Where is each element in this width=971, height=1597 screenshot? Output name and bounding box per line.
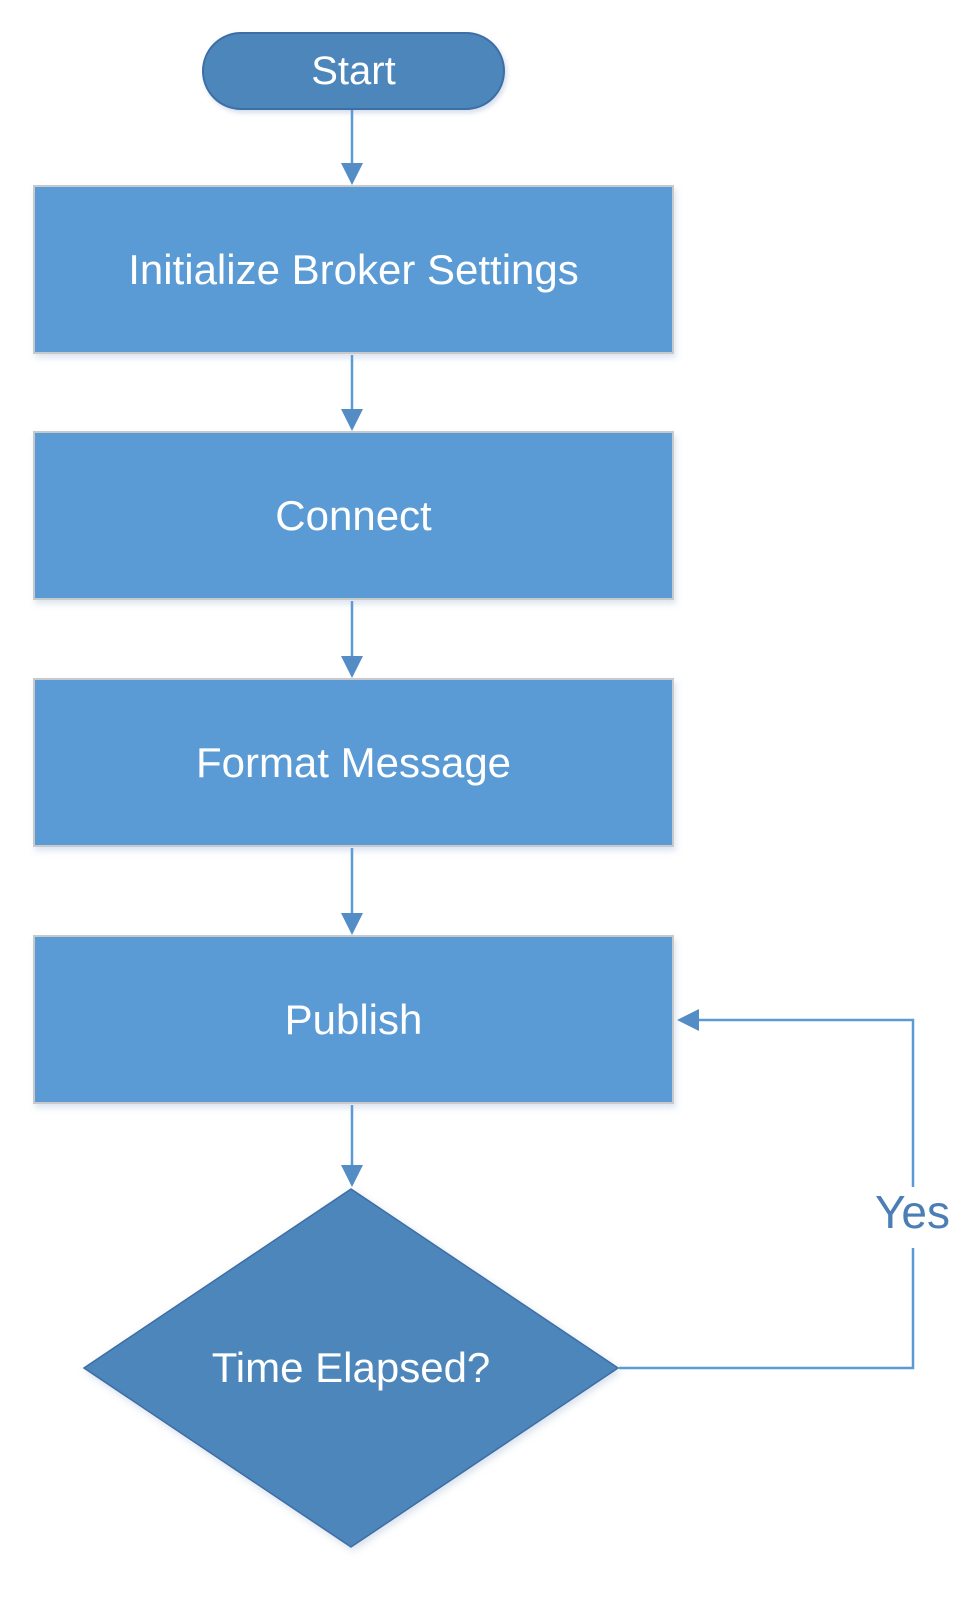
node-connect: Connect <box>33 431 674 600</box>
edge-yes-segment-upper <box>699 1018 915 1187</box>
node-initialize-broker-settings: Initialize Broker Settings <box>33 185 674 354</box>
diamond-shape <box>83 1188 619 1548</box>
node-format-message-label: Format Message <box>195 738 512 786</box>
arrowhead-left-loop <box>677 1009 699 1031</box>
arrowhead-down-3 <box>341 656 363 678</box>
arrowhead-down-5 <box>341 1165 363 1187</box>
arrowhead-down-1 <box>341 163 363 185</box>
node-start-label: Start <box>311 48 396 93</box>
node-format-message: Format Message <box>33 678 674 847</box>
node-start: Start <box>202 32 505 110</box>
node-publish-label: Publish <box>284 995 423 1043</box>
arrowhead-down-4 <box>341 913 363 935</box>
node-publish: Publish <box>33 935 674 1104</box>
node-time-elapsed-label: Time Elapsed? <box>211 1344 491 1391</box>
node-connect-label: Connect <box>275 491 432 539</box>
edge-yes-segment-lower <box>619 1248 915 1370</box>
edge-yes-label: Yes <box>874 1186 951 1238</box>
node-initialize-broker-settings-label: Initialize Broker Settings <box>128 245 579 293</box>
arrowhead-down-2 <box>341 409 363 431</box>
node-time-elapsed: Time Elapsed? <box>83 1188 619 1548</box>
